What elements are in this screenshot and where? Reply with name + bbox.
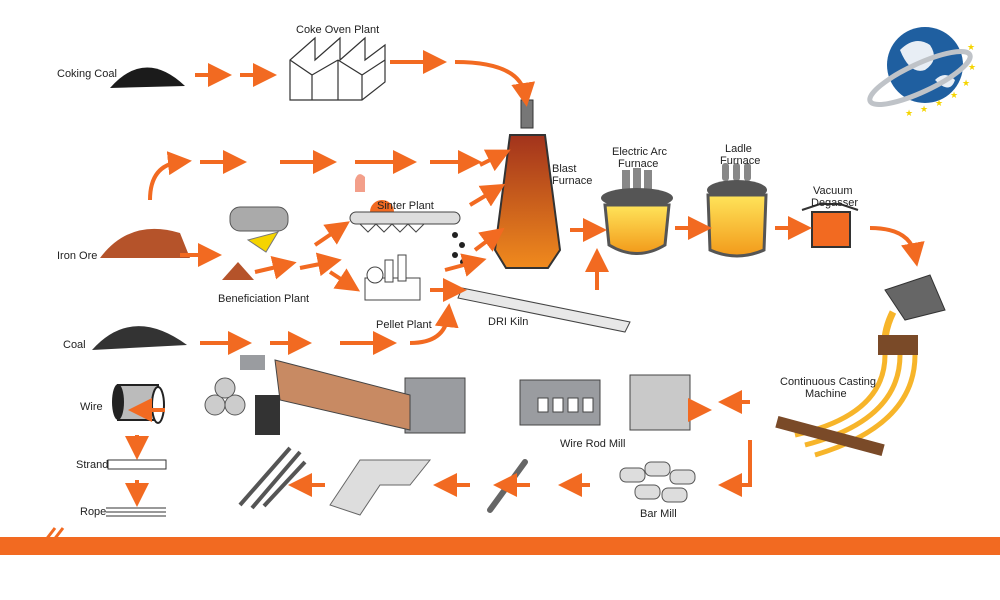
footer-slash-marks <box>36 527 65 551</box>
flow-arrow-18 <box>444 253 487 277</box>
svg-text:★: ★ <box>920 104 928 114</box>
flow-arrow-31 <box>718 440 752 497</box>
bar-mill-icon <box>619 461 696 503</box>
wire-spool-icon <box>112 384 165 424</box>
label-wire-rod-mill: Wire Rod Mill <box>560 438 625 450</box>
label-vacuum-2: Degasser <box>811 197 858 209</box>
coal-pile-icon <box>110 67 185 88</box>
label-eaf-1: Electric Arc <box>612 146 668 158</box>
flow-arrow-9 <box>479 149 511 172</box>
pellet-plant-icon <box>364 254 421 301</box>
casting-machine-icon <box>775 274 946 458</box>
flow-arrow-26 <box>869 226 925 267</box>
svg-text:★: ★ <box>967 42 975 52</box>
rope-icon <box>106 507 166 517</box>
rolling-mill-icon <box>204 355 691 435</box>
svg-text:★: ★ <box>905 108 913 118</box>
flow-arrows <box>125 50 925 507</box>
label-eaf-2: Furnace <box>618 158 658 170</box>
label-blast-furnace-2: Furnace <box>552 175 592 187</box>
coal-pile-icon <box>92 326 187 350</box>
ore-pile-icon <box>100 228 190 258</box>
flow-arrow-4 <box>148 151 192 201</box>
label-coking-coal: Coking Coal <box>57 68 117 80</box>
label-rope: Rope <box>80 506 106 518</box>
label-pellet-plant: Pellet Plant <box>376 319 432 331</box>
blast-furnace-icon <box>493 99 562 269</box>
bar-bundle-icon <box>238 446 307 510</box>
flow-arrow-14 <box>299 252 342 277</box>
flow-arrow-15 <box>313 221 350 247</box>
flow-arrow-22 <box>409 303 459 345</box>
svg-text:★: ★ <box>950 90 958 100</box>
structural-section-icon <box>329 459 432 516</box>
sinter-plant-icon <box>349 174 466 265</box>
electric-arc-furnace-icon <box>601 168 673 255</box>
flow-arrow-13 <box>254 256 297 280</box>
label-ccm-2: Machine <box>805 388 847 400</box>
flow-arrow-3 <box>454 60 536 107</box>
label-coal: Coal <box>63 339 86 351</box>
flow-arrow-16 <box>328 268 361 292</box>
label-wire: Wire <box>80 401 103 413</box>
ladle-furnace-icon <box>706 163 768 258</box>
flow-arrow-10 <box>468 183 506 207</box>
svg-text:★: ★ <box>968 62 976 72</box>
flow-arrow-11 <box>473 227 505 252</box>
label-coke-oven-plant: Coke Oven Plant <box>296 24 379 36</box>
vacuum-degasser-icon <box>801 203 859 248</box>
dri-kiln-icon <box>457 287 631 333</box>
svg-text:★: ★ <box>962 78 970 88</box>
strand-icon <box>107 459 167 470</box>
globe-logo: ★ ★ ★ ★ ★ ★ ★ <box>867 27 976 118</box>
label-iron-ore: Iron Ore <box>57 250 97 262</box>
footer-band <box>0 537 1000 555</box>
label-dri-kiln: DRI Kiln <box>488 316 528 328</box>
label-ladle-2: Furnace <box>720 155 760 167</box>
label-strand: Strand <box>76 459 108 471</box>
label-beneficiation-plant: Beneficiation Plant <box>218 293 309 305</box>
label-blast-furnace-1: Blast <box>552 163 576 175</box>
beneficiation-plant-icon <box>222 206 289 280</box>
label-vacuum-1: Vacuum <box>813 185 853 197</box>
label-sinter-plant: Sinter Plant <box>377 200 434 212</box>
coke-oven-icon <box>289 36 386 101</box>
label-ladle-1: Ladle <box>725 143 752 155</box>
svg-text:★: ★ <box>935 98 943 108</box>
label-bar-mill: Bar Mill <box>640 508 677 520</box>
label-ccm-1: Continuous Casting <box>780 376 876 388</box>
